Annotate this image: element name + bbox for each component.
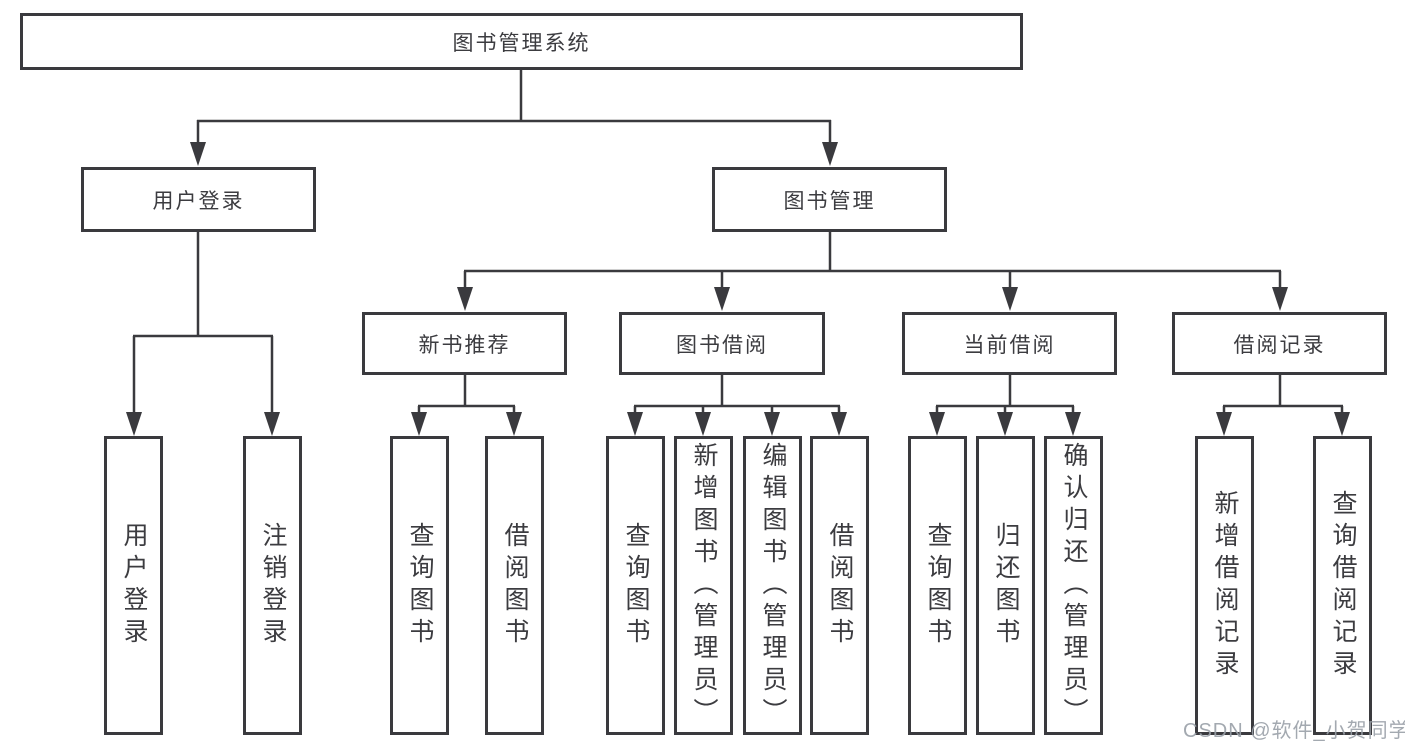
node-label: 用户登录 bbox=[152, 189, 245, 213]
node-user-login: 用户登录 bbox=[81, 167, 316, 232]
node-label: 用户登录 bbox=[120, 521, 148, 650]
node-new-book-recommend: 新书推荐 bbox=[362, 312, 567, 375]
node-label: 查询借阅记录 bbox=[1329, 489, 1357, 682]
node-label: 图书管理系统 bbox=[452, 31, 591, 55]
node-leaf-return-books: 归还图书 bbox=[976, 436, 1035, 735]
node-book-borrow: 图书借阅 bbox=[619, 312, 825, 375]
node-label: 借阅图书 bbox=[501, 521, 529, 650]
node-label: 新书推荐 bbox=[418, 333, 511, 357]
node-leaf-query-books-current: 查询图书 bbox=[908, 436, 967, 735]
node-leaf-edit-books-admin: 编辑图书（管理员） bbox=[743, 436, 802, 735]
node-label: 查询图书 bbox=[622, 521, 650, 650]
node-book-management: 图书管理 bbox=[712, 167, 947, 232]
node-label: 新增借阅记录 bbox=[1211, 489, 1239, 682]
node-leaf-confirm-return-admin: 确认归还（管理员） bbox=[1044, 436, 1103, 735]
node-leaf-add-books-admin: 新增图书（管理员） bbox=[674, 436, 733, 735]
node-leaf-query-books-recommend: 查询图书 bbox=[390, 436, 449, 735]
node-leaf-logout: 注销登录 bbox=[243, 436, 302, 735]
node-label: 借阅图书 bbox=[826, 521, 854, 650]
node-leaf-borrow-books-recommend: 借阅图书 bbox=[485, 436, 544, 735]
node-label: 注销登录 bbox=[259, 521, 287, 650]
node-borrow-records: 借阅记录 bbox=[1172, 312, 1387, 375]
node-root: 图书管理系统 bbox=[20, 13, 1023, 70]
node-current-borrow: 当前借阅 bbox=[902, 312, 1117, 375]
node-leaf-query-books-borrow: 查询图书 bbox=[606, 436, 665, 735]
node-label: 归还图书 bbox=[992, 521, 1020, 650]
node-label: 当前借阅 bbox=[963, 333, 1056, 357]
node-label: 查询图书 bbox=[406, 521, 434, 650]
node-label: 编辑图书（管理员） bbox=[759, 441, 787, 730]
node-leaf-query-borrow-record: 查询借阅记录 bbox=[1313, 436, 1372, 735]
node-label: 图书借阅 bbox=[676, 333, 768, 357]
node-label: 查询图书 bbox=[924, 521, 952, 650]
node-label: 图书管理 bbox=[783, 189, 876, 213]
node-leaf-borrow-books: 借阅图书 bbox=[810, 436, 869, 735]
node-leaf-user-login: 用户登录 bbox=[104, 436, 163, 735]
node-label: 新增图书（管理员） bbox=[690, 441, 718, 730]
node-label: 确认归还（管理员） bbox=[1060, 441, 1088, 730]
node-leaf-add-borrow-record: 新增借阅记录 bbox=[1195, 436, 1254, 735]
arrowheads bbox=[126, 142, 1350, 436]
node-label: 借阅记录 bbox=[1233, 333, 1326, 357]
csdn-watermark: CSDN @软件_小贺同学 bbox=[1183, 720, 1405, 742]
